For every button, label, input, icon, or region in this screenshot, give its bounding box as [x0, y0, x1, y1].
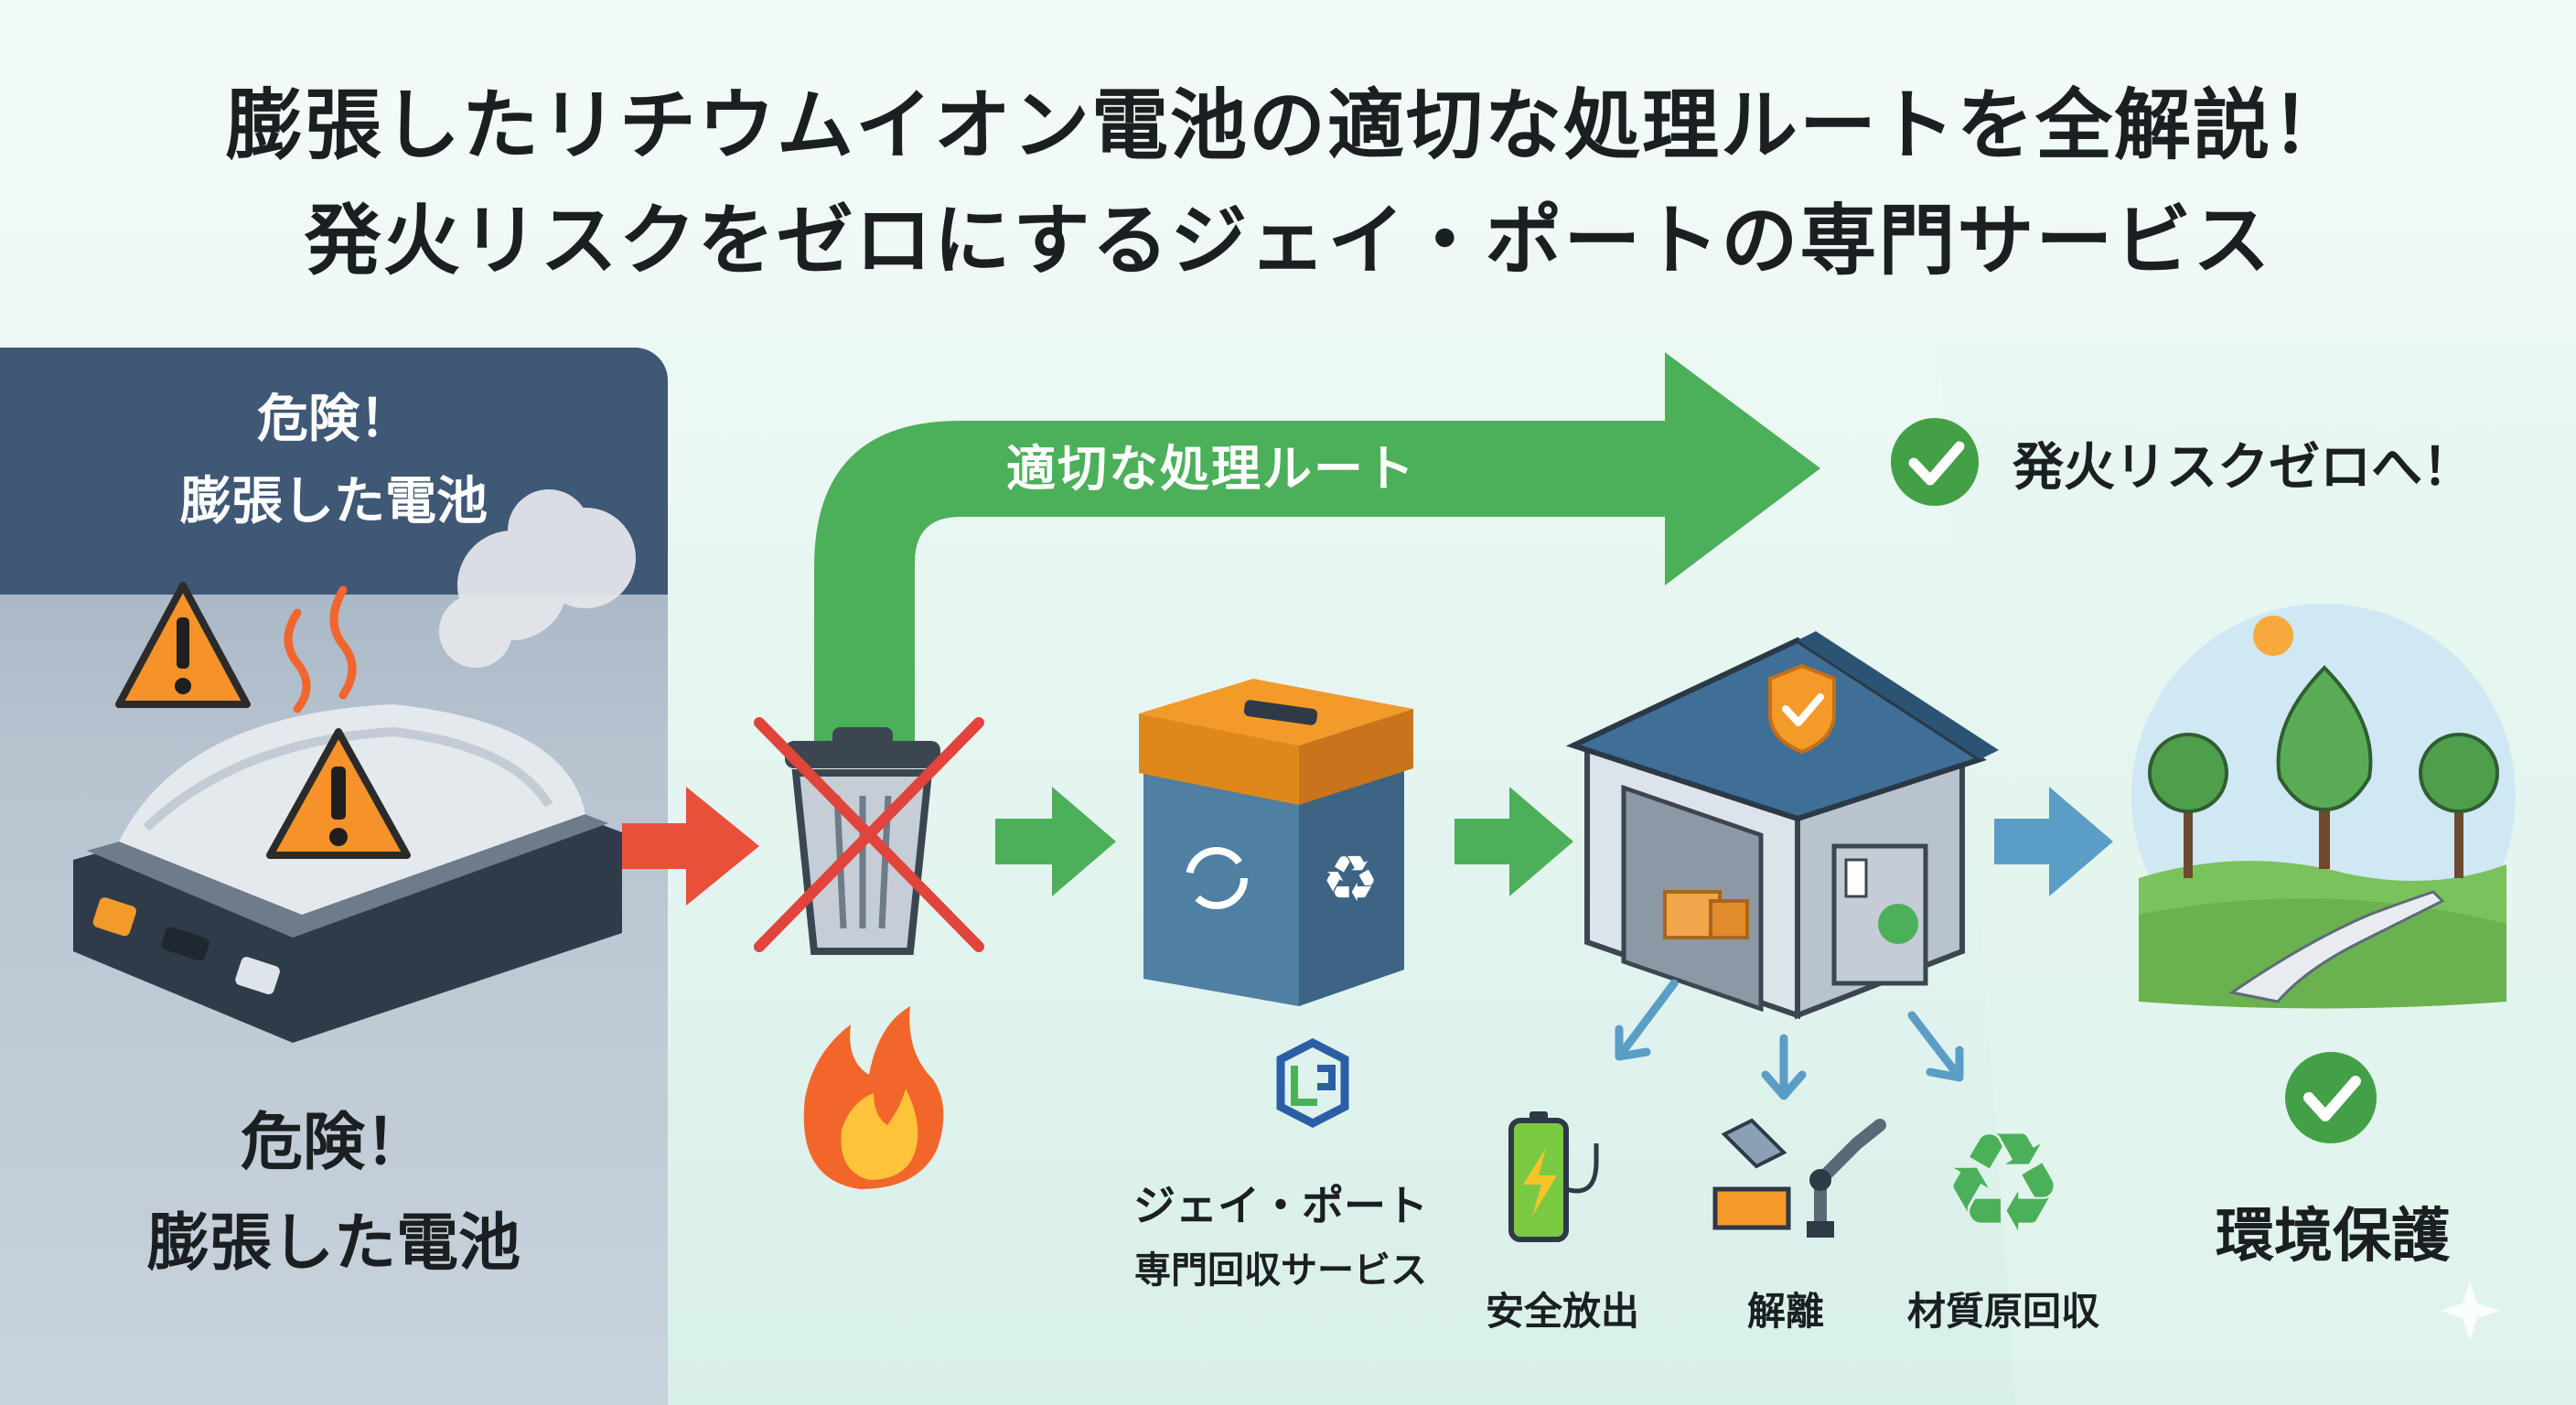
goal-label: 発火リスクゼロへ！ — [2012, 438, 2474, 498]
sparkle-icon — [2440, 1281, 2500, 1341]
svg-text:♻: ♻ — [1942, 1104, 2065, 1263]
collection-box-icon: ♻ — [1139, 679, 1413, 1006]
svg-text:♻: ♻ — [1322, 842, 1379, 917]
battery-discharge-icon — [1508, 1111, 1599, 1242]
fire-icon — [803, 1006, 944, 1189]
step-dismantle: 解離 — [1746, 1289, 1824, 1334]
warning-triangle-icon — [115, 582, 251, 708]
danger-header-line2: 膨張した電池 — [180, 472, 488, 531]
j-port-logo — [1276, 1037, 1349, 1129]
page-title-line1: 膨張したリチウムイオン電池の適切な処理ルートを全解説！ — [225, 80, 2350, 170]
danger-header-line1: 危険！ — [257, 390, 411, 449]
recycle-icon: ♻ — [1942, 1104, 2065, 1263]
branch-arrows — [1615, 979, 1964, 1100]
smoke-icon — [439, 489, 636, 668]
check-circle-icon — [1891, 418, 1979, 506]
service-name: ジェイ・ポート — [1133, 1181, 1428, 1230]
check-circle-icon — [2285, 1052, 2377, 1143]
prohibited-cross-icon — [754, 717, 984, 952]
route-label: 適切な処理ルート — [1006, 440, 1416, 498]
environment-label: 環境保護 — [2216, 1203, 2450, 1271]
disassembly-robot-icon — [1712, 1118, 1886, 1238]
danger-arrow — [622, 787, 759, 906]
danger-footer-line1: 危険！ — [240, 1107, 427, 1179]
step-material-recovery: 材質原回収 — [1906, 1289, 2099, 1334]
step-safe-discharge: 安全放出 — [1485, 1289, 1639, 1334]
trees-landscape-icon — [2131, 604, 2516, 1009]
flow-arrow — [995, 787, 1116, 896]
warning-triangle-icon — [266, 728, 411, 859]
flow-arrow — [1994, 787, 2113, 896]
recycling-facility-icon — [1565, 631, 1999, 1020]
flow-arrow — [1454, 787, 1573, 896]
page-title-line2: 発火リスクをゼロにするジェイ・ポートの専門サービス — [304, 196, 2272, 285]
service-subtitle: 専門回収サービス — [1134, 1249, 1427, 1292]
heat-wave-icon — [284, 585, 357, 713]
danger-footer-line2: 膨張した電池 — [146, 1207, 521, 1280]
route-arrow — [814, 352, 1820, 750]
danger-footer: 危険！ 膨張した電池 — [0, 1093, 668, 1294]
